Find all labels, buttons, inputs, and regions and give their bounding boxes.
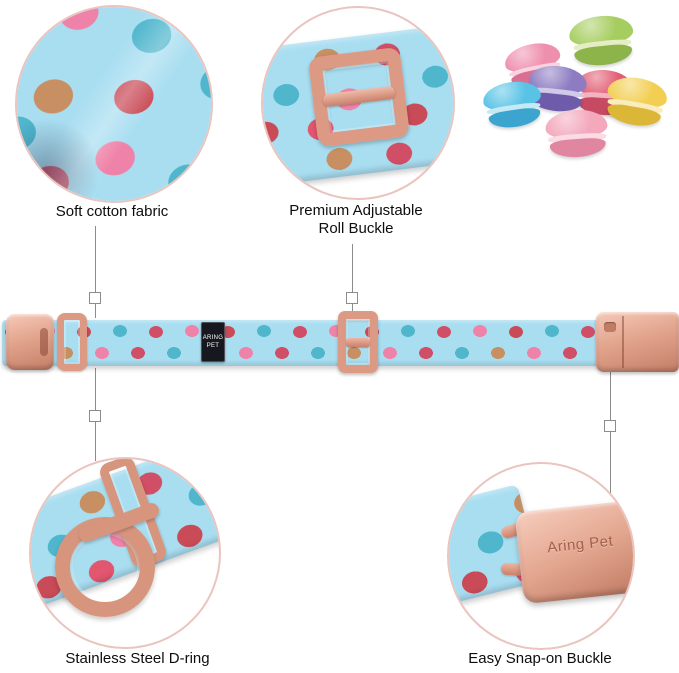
connector-marker-roll-buckle [346, 292, 358, 304]
connector-line-fabric [95, 226, 96, 318]
macaron-shell-bottom [528, 90, 583, 114]
right-buckle-seam [622, 316, 624, 368]
callout-circle-d-ring [29, 457, 221, 649]
macaron-shell-top [567, 12, 635, 49]
macaron-green [567, 12, 637, 69]
left-buckle-slot [40, 328, 48, 356]
collar-left-buckle [6, 314, 54, 370]
callout-label-d-ring: Stainless Steel D-ring [65, 650, 210, 667]
collar-right-buckle [596, 312, 679, 372]
macaron-shell-top [481, 78, 543, 113]
macaron-pink [544, 107, 609, 160]
brand-tag-text: ARING PET [202, 334, 224, 349]
macaron-shell-bottom [510, 65, 564, 92]
buckle-engraving: Aring Pet [546, 532, 614, 556]
macaron-shell-bottom [487, 105, 542, 131]
callout-label-roll-buckle-line1: Premium Adjustable [289, 202, 423, 219]
macaron-yellow [602, 73, 670, 131]
snap-buckle-body: Aring Pet [514, 499, 633, 605]
callout-circle-fabric [15, 5, 213, 203]
collar-d-ring-keeper [57, 313, 87, 371]
callout-circle-roll-buckle [261, 6, 455, 200]
macaron-shell-top [605, 73, 670, 111]
callout-label-snap-buckle: Easy Snap-on Buckle [468, 650, 612, 667]
macaron-rose [502, 38, 566, 94]
collar-slider-bar [346, 338, 370, 347]
fabric-sheen [17, 7, 211, 201]
macaron-filling [577, 91, 630, 103]
macaron-filling [529, 86, 584, 100]
connector-marker-snap-buckle [604, 420, 616, 432]
macaron-filling [572, 37, 633, 53]
macaron-red [574, 68, 634, 118]
macaron-blue [481, 78, 545, 132]
callout-label-roll-buckle-line2: Roll Buckle [318, 220, 394, 237]
macaron-shell-top [575, 68, 634, 99]
macaron-shell-bottom [573, 42, 634, 68]
connector-line-roll-buckle [352, 244, 353, 318]
collar-fabric-band [2, 320, 608, 366]
macaron-filling [548, 132, 606, 144]
macaron-shell-bottom [605, 102, 662, 130]
macaron-filling [486, 101, 541, 117]
macaron-shell-top [527, 63, 589, 96]
macaron-filling [508, 60, 561, 79]
callout-circle-snap-buckle: Aring Pet [447, 462, 635, 650]
callout-label-fabric: Soft cotton fabric [55, 203, 169, 220]
connector-marker-fabric [89, 292, 101, 304]
collar: ARING PET [0, 310, 679, 374]
macaron-shell-bottom [577, 95, 629, 117]
macaron-shell-top [502, 38, 563, 76]
right-buckle-button [604, 322, 616, 332]
connector-marker-d-ring [89, 410, 101, 422]
collar-slider-buckle [338, 311, 378, 373]
macaron-filling [607, 97, 664, 115]
macaron-shell-top [544, 107, 609, 140]
collar-brand-tag: ARING PET [201, 322, 225, 362]
macaron-purple [526, 63, 589, 115]
macaron-shell-bottom [549, 136, 607, 159]
